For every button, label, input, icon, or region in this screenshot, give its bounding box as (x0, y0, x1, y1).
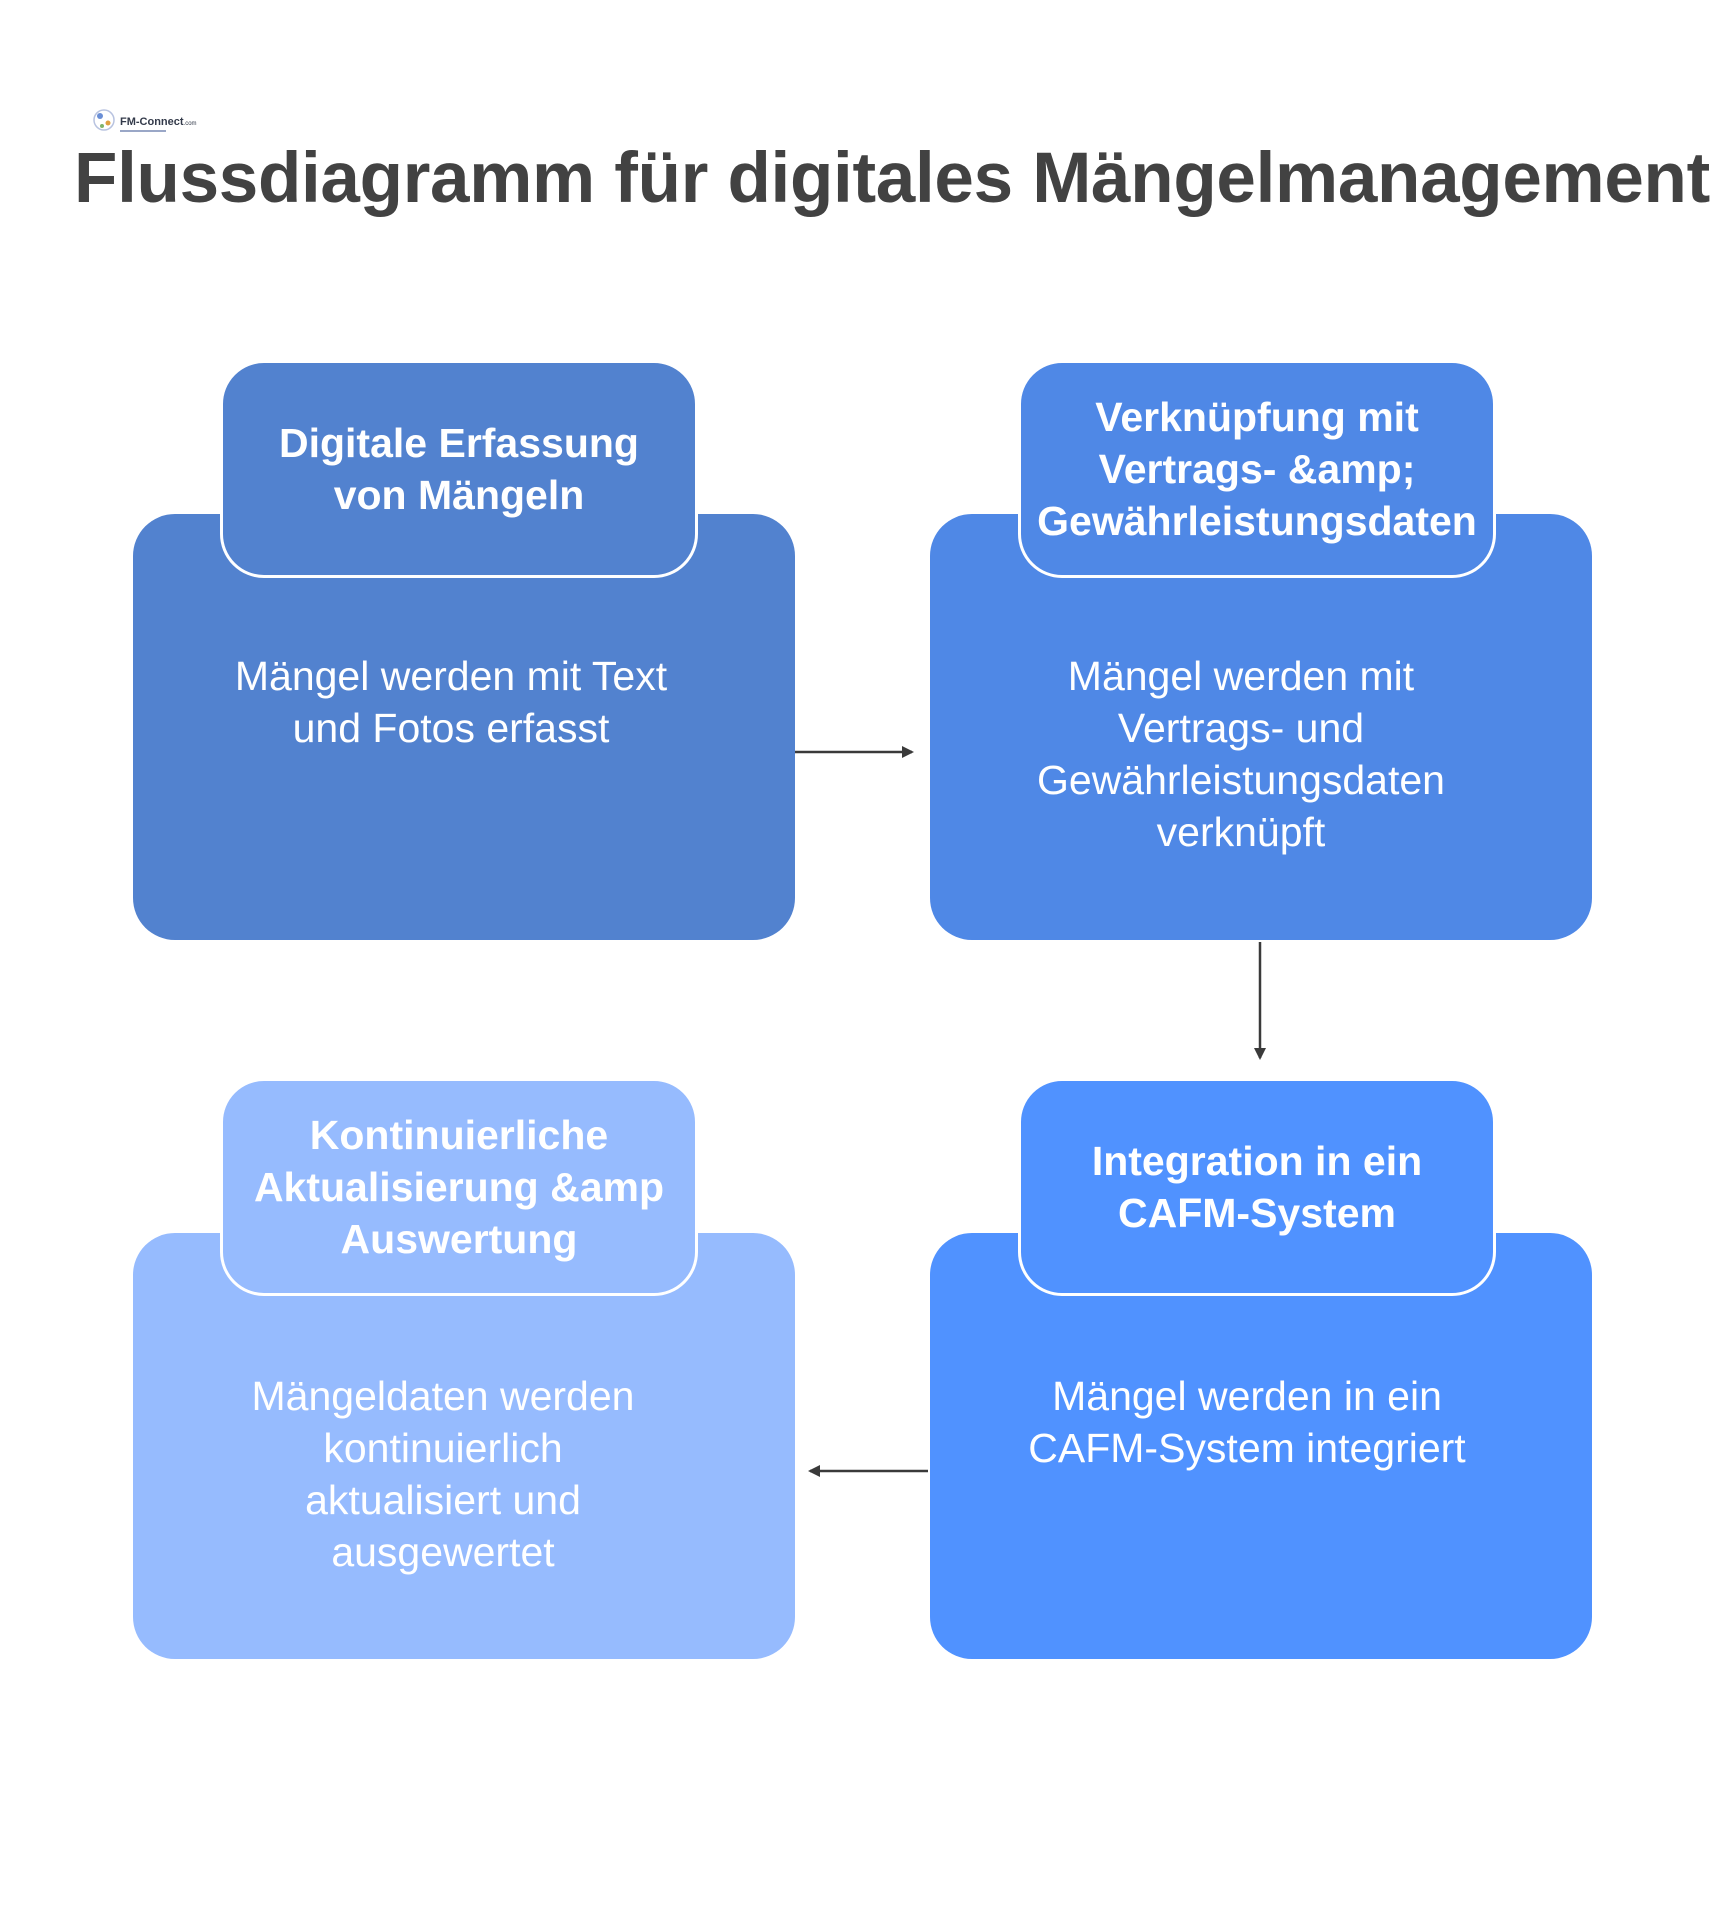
step-description-1: Mängel werden mit Text und Fotos erfasst (234, 653, 668, 751)
step-tab-1: Digitale Erfassung von Mängeln (220, 360, 698, 578)
step-heading-2: Verknüpfung mit Vertrags- &amp; Gewährle… (1037, 394, 1477, 544)
page-title: Flussdiagramm für digitales Mängelmanage… (74, 139, 1710, 218)
step-heading-3: Integration in ein CAFM-System (1091, 1138, 1423, 1236)
logo-text: FM-Connect.com (120, 116, 197, 128)
step-description-4: Mängeldaten werden kontinuierlich aktual… (251, 1373, 635, 1575)
step-card-1 (133, 514, 795, 940)
step-card-2 (930, 514, 1592, 940)
step-tab-3: Integration in ein CAFM-System (1018, 1078, 1496, 1296)
step-description-3: Mängel werden in ein CAFM-System integri… (1028, 1373, 1466, 1471)
step-heading-1: Digitale Erfassung von Mängeln (279, 420, 639, 518)
logo-underline (120, 130, 166, 132)
step-tab-2: Verknüpfung mit Vertrags- &amp; Gewährle… (1018, 360, 1496, 578)
logo-mark-icon (93, 109, 115, 131)
step-card-4 (133, 1233, 795, 1659)
step-card-3 (930, 1233, 1592, 1659)
logo: FM-Connect.com (90, 104, 197, 138)
step-tab-4: Kontinuierliche Aktualisierung &amp Ausw… (220, 1078, 698, 1296)
step-description-2: Mängel werden mit Vertrags- und Gewährle… (1037, 653, 1445, 855)
step-heading-4: Kontinuierliche Aktualisierung &amp Ausw… (253, 1112, 665, 1262)
